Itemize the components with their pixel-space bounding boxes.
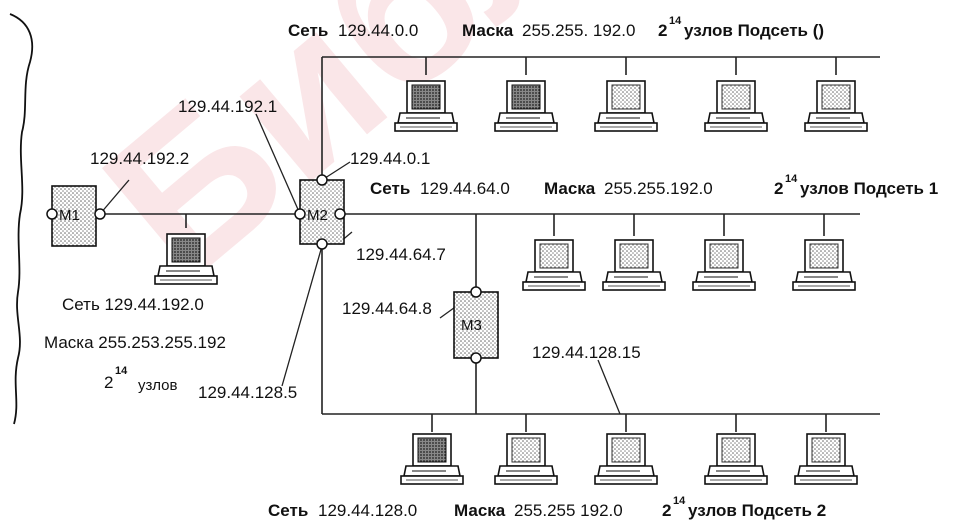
nodes-exponent: 14	[669, 16, 681, 27]
computer-icon	[155, 234, 217, 284]
nodes-word: узлов Подсеть 2	[688, 502, 826, 519]
computer-icon	[401, 434, 463, 484]
computer-icon	[603, 240, 665, 290]
left-nodes-exponent: 14	[115, 366, 127, 377]
address-label: 129.44.192.1	[178, 98, 277, 115]
computer-icon	[705, 434, 767, 484]
address-label: 129.44.192.2	[90, 150, 189, 167]
nodes-exponent: 14	[673, 496, 685, 507]
left-nodes-base: 2	[104, 374, 113, 391]
address-label: 129.44.128.5	[198, 384, 297, 401]
computer-icon	[523, 240, 585, 290]
net-word: Сеть	[268, 502, 308, 519]
address-label: 129.44.128.15	[532, 344, 641, 361]
mask-address: 255.255. 192.0	[522, 22, 635, 39]
cloud-boundary	[10, 14, 32, 424]
computer-icon	[395, 81, 457, 131]
net-address: 129.44.128.0	[318, 502, 417, 519]
mask-word: Маска	[544, 180, 595, 197]
computer-icon	[495, 81, 557, 131]
address-label: 129.44.64.7	[356, 246, 446, 263]
nodes-word: узлов Подсеть ()	[684, 22, 824, 39]
nodes-word: узлов Подсеть 1	[800, 180, 938, 197]
mask-word: Маска	[462, 22, 513, 39]
mask-address: 255.255.192.0	[604, 180, 713, 197]
computer-icon	[495, 434, 557, 484]
mask-address: 255.255 192.0	[514, 502, 623, 519]
router-label-m1: М1	[59, 208, 80, 223]
nodes-exponent: 14	[785, 174, 797, 185]
nodes-base: 2	[662, 502, 671, 519]
net-word: Сеть	[370, 180, 410, 197]
nodes-base: 2	[658, 22, 667, 39]
address-label: 129.44.64.8	[342, 300, 432, 317]
computer-icon	[795, 434, 857, 484]
address-label: 129.44.0.1	[350, 150, 430, 167]
computer-icon	[595, 434, 657, 484]
left-nodes-word: узлов	[138, 378, 177, 393]
router-label-m2: М2	[307, 208, 328, 223]
net-word: Сеть	[288, 22, 328, 39]
computer-icon	[705, 81, 767, 131]
nodes-base: 2	[774, 180, 783, 197]
left-mask-caption: Маска 255.253.255.192	[44, 334, 226, 351]
left-net-caption: Сеть 129.44.192.0	[62, 296, 204, 313]
net-address: 129.44.0.0	[338, 22, 418, 39]
computer-icon	[595, 81, 657, 131]
computer-icon	[693, 240, 755, 290]
router-label-m3: М3	[461, 318, 482, 333]
computer-icon	[805, 81, 867, 131]
net-address: 129.44.64.0	[420, 180, 510, 197]
mask-word: Маска	[454, 502, 505, 519]
computer-icon	[793, 240, 855, 290]
